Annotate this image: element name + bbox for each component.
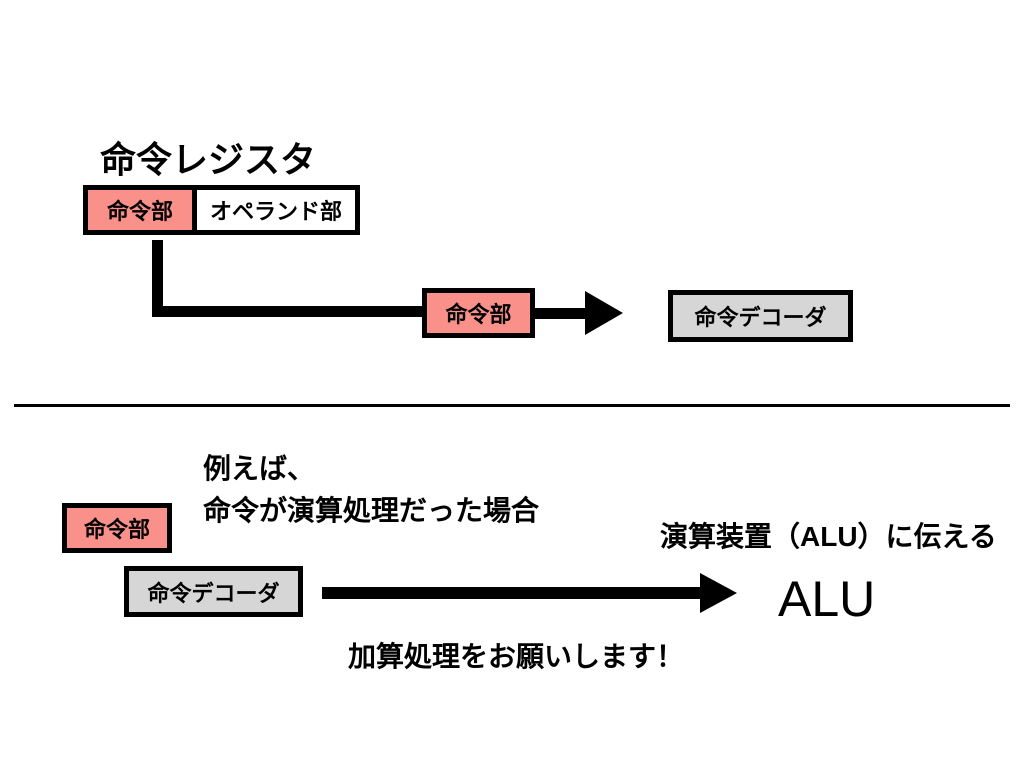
alu-transfer-note: 演算装置（ALU）に伝える <box>660 521 997 552</box>
instruction-register-box: 命令部 オペランド部 <box>83 185 360 235</box>
addition-request-text: 加算処理をお願いします！ <box>348 641 685 672</box>
bottom-arrow-shaft <box>322 587 702 599</box>
connector-vertical-line <box>152 240 163 317</box>
bottom-instruction-box: 命令部 <box>62 503 172 553</box>
section-divider-line <box>14 404 1010 407</box>
example-caption-line1: 例えば、 <box>203 453 316 484</box>
extracted-instruction-box: 命令部 <box>422 288 535 338</box>
bottom-decoder-box: 命令デコーダ <box>124 566 303 617</box>
bottom-arrow-head-icon <box>700 573 737 613</box>
register-operand-cell: オペランド部 <box>197 190 355 230</box>
top-arrow-shaft <box>533 308 586 319</box>
top-arrow-head-icon <box>585 291 623 335</box>
connector-horizontal-line <box>152 306 424 317</box>
alu-label: ALU <box>778 571 876 627</box>
instruction-register-title: 命令レジスタ <box>100 139 317 180</box>
instruction-decoder-box: 命令デコーダ <box>668 290 853 342</box>
example-caption-line2: 命令が演算処理だった場合 <box>203 495 540 526</box>
register-cell-divider <box>192 190 197 230</box>
register-instruction-cell: 命令部 <box>88 190 192 230</box>
